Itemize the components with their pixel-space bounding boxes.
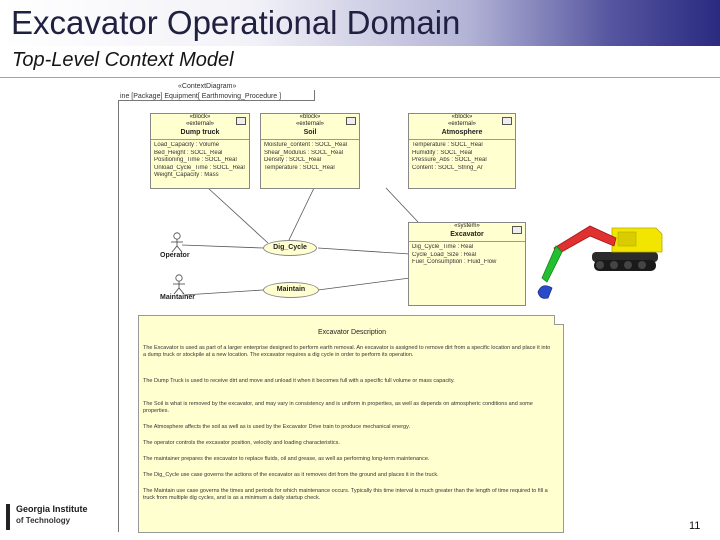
block-attribute: Load_Capacity : Volume — [154, 142, 220, 148]
note-paragraph: The Soil is what is removed by the excav… — [143, 401, 533, 414]
usecase-dig-cycle[interactable]: Dig_Cycle — [263, 240, 317, 256]
block-atmosphere[interactable]: «block» «external» Atmosphere Temperatur… — [408, 113, 516, 189]
block-attribute: Density : SOCL_Real — [264, 157, 322, 163]
operator-actor-icon — [171, 232, 183, 253]
georgia-tech-logo: Georgia Institute of Technology — [6, 502, 124, 534]
block-attribute: Dig_Cycle_Time : Real — [412, 244, 474, 250]
block-attribute: Unload_Cycle_Time : SOCL_Real — [154, 164, 245, 171]
block-icon — [502, 117, 512, 125]
maintainer-actor-icon — [173, 274, 185, 295]
maintainer-label: Maintainer — [160, 294, 196, 301]
block-stereotype: «block» — [451, 114, 473, 120]
block-excavator[interactable]: «system» Excavator Dig_Cycle_Time : Real… — [408, 222, 526, 306]
note-paragraph: The maintainer prepares the excavator to… — [143, 456, 430, 462]
block-stereotype: «block» — [189, 114, 211, 120]
block-icon — [346, 117, 356, 125]
block-attribute: Pressure_Abs : SOCL_Real — [412, 157, 487, 163]
slide-title: Excavator Operational Domain — [11, 4, 461, 41]
operator-label: Operator — [160, 252, 190, 259]
logo-line-2: of Technology — [16, 516, 71, 525]
block-stereotype: «external» — [295, 121, 325, 127]
block-stereotype: «system» — [454, 223, 480, 229]
block-stereotype: «external» — [447, 121, 477, 127]
context-diagram: «ContextDiagram» ine [Package] Equipment… — [118, 82, 590, 534]
diagram-frame-title: ine [Package] Equipment[ Earthmoving_Pro… — [120, 93, 282, 100]
block-attribute: Content : SOCL_String_Ar — [412, 164, 483, 171]
block-attribute: Moisture_content : SOCL_Real — [264, 142, 348, 148]
usecase-maintain[interactable]: Maintain — [263, 282, 319, 298]
block-attribute: Temperature : SOCL_Real — [264, 164, 335, 171]
block-attribute: Fuel_Consumption : Fluid_Flow — [412, 259, 497, 265]
excavator-illustration — [537, 225, 663, 299]
diagram-frame-border — [118, 100, 119, 532]
note-fold-corner — [554, 315, 564, 325]
block-dump-truck[interactable]: «block» «external» Dump truck Load_Capac… — [150, 113, 250, 189]
note-paragraph: The Dump Truck is used to receive dirt a… — [143, 378, 455, 384]
note-paragraph: The Excavator is used as part of a large… — [143, 345, 551, 358]
block-attribute: Humidity : SOCL_Real — [412, 149, 473, 156]
block-name: Dump truck — [180, 129, 220, 136]
block-attribute: Weight_Capacity : Mass — [154, 172, 219, 178]
diagram-frame-stereotype: «ContextDiagram» — [178, 83, 237, 90]
block-stereotype: «block» — [299, 114, 321, 120]
block-attribute: Cycle_Load_Size : Real — [412, 251, 477, 258]
note-paragraph: The operator controls the excavator posi… — [143, 440, 340, 446]
note-paragraph: The Dig_Cycle use case governs the actio… — [143, 472, 439, 478]
title-divider — [0, 77, 720, 78]
logo-line-1: Georgia Institute — [16, 504, 88, 514]
diagram-frame-tab — [118, 90, 315, 101]
block-soil[interactable]: «block» «external» Soil Moisture_content… — [260, 113, 360, 189]
note-paragraph: The Maintain use case governs the times … — [143, 488, 548, 501]
block-attribute: Temperature : SOCL_Real — [412, 142, 483, 148]
block-name: Atmosphere — [441, 129, 483, 136]
note-title: Excavator Description — [317, 329, 387, 336]
block-icon — [236, 117, 246, 125]
title-bar — [0, 0, 720, 46]
block-attribute: Shear_Modulus : SOCL_Real — [264, 149, 344, 156]
excavator-description-note: Excavator Description The Excavator is u… — [138, 315, 564, 533]
block-attribute: Positioning_Time : SOCL_Real — [154, 157, 237, 163]
block-name: Soil — [303, 129, 317, 136]
connector-lines — [181, 187, 419, 296]
page-number: 11 — [689, 520, 701, 532]
block-icon — [512, 226, 522, 234]
logo-bar — [6, 504, 10, 530]
slide-subtitle: Top-Level Context Model — [12, 49, 234, 71]
block-name: Excavator — [450, 231, 484, 238]
block-stereotype: «external» — [185, 121, 215, 127]
block-attribute: Bed_Height : SOCL_Real — [154, 149, 223, 156]
note-paragraph: The Atmosphere affects the soil as well … — [143, 424, 410, 430]
